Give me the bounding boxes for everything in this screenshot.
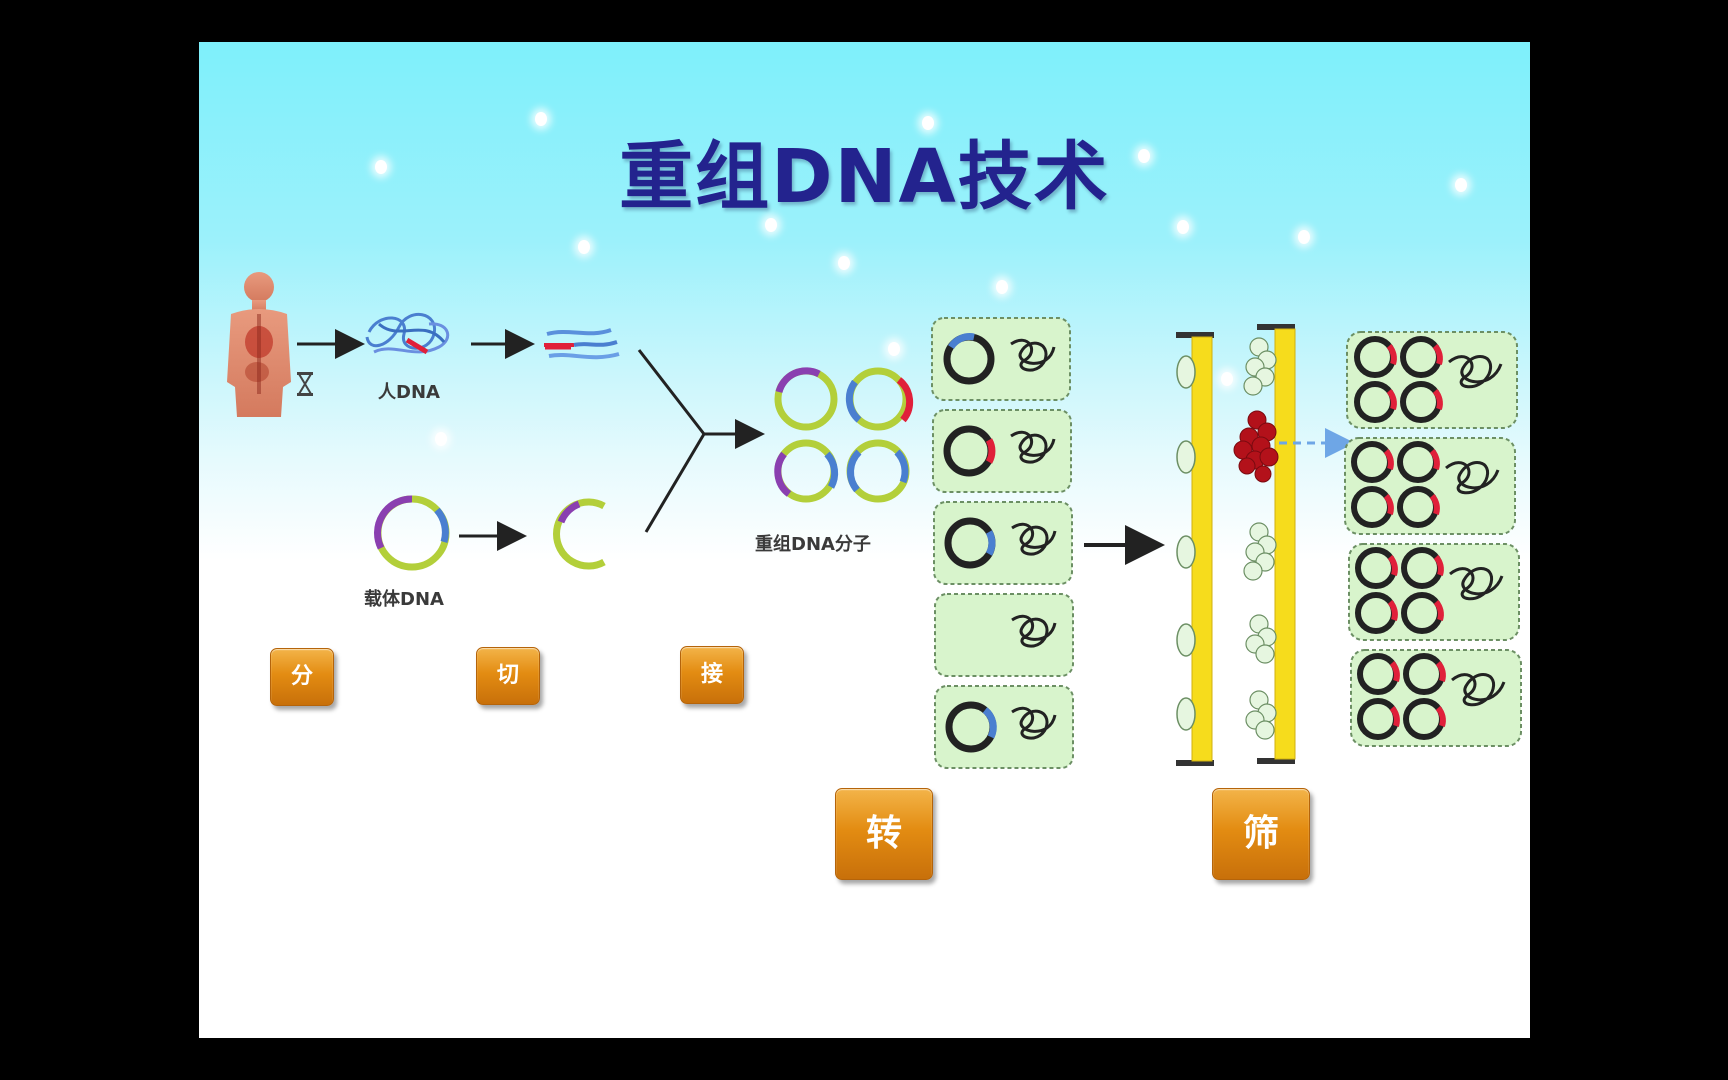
join-button[interactable]: 接: [680, 646, 744, 704]
snow-sparkle: [578, 240, 590, 254]
human-dna-label: 人DNA: [378, 382, 440, 403]
cloned-cell: [1346, 331, 1518, 429]
human-dna-tangle-icon: [365, 312, 450, 355]
join-line-bottom: [644, 433, 706, 533]
snow-sparkle: [996, 280, 1008, 294]
snow-sparkle: [1455, 178, 1467, 192]
human-body-icon: [227, 272, 291, 417]
snow-sparkle: [838, 256, 850, 270]
snow-sparkle: [922, 116, 934, 130]
snow-sparkle: [1298, 230, 1310, 244]
slide: 重组DNA技术: [199, 42, 1530, 1038]
snow-sparkle: [888, 342, 900, 356]
cloned-cell: [1344, 437, 1516, 535]
recombinant-dna-label: 重组DNA分子: [755, 534, 871, 555]
snow-sparkle: [1138, 149, 1150, 163]
cloned-cell: [1348, 543, 1520, 641]
dna-process-diagram: [227, 272, 1522, 769]
selected-colony-icon: [1233, 410, 1279, 483]
vector-plasmid-icon: [374, 495, 450, 571]
bacterium-cell: [932, 409, 1072, 493]
snow-sparkle: [375, 160, 387, 174]
slide-title: 重组DNA技术: [619, 134, 1110, 220]
bacterium-cell: [934, 593, 1074, 677]
snow-sparkle: [765, 218, 777, 232]
cut-button[interactable]: 切: [476, 647, 540, 705]
snow-sparkle: [435, 432, 447, 446]
snow-sparkle: [1177, 220, 1189, 234]
dna-fragments-icon: [544, 328, 620, 360]
replica-plate-left: [1176, 332, 1214, 766]
bacterium-cell: [931, 317, 1071, 401]
hourglass-icon: [297, 372, 313, 396]
recombinant-plasmids-icon: [774, 367, 914, 503]
join-line-top: [637, 349, 706, 435]
transformed-cells-column: [931, 317, 1074, 769]
snow-sparkle: [535, 112, 547, 126]
screen-button[interactable]: 筛: [1212, 788, 1310, 880]
cloned-cell: [1350, 649, 1522, 747]
bacterium-cell: [934, 685, 1074, 769]
replica-plate-right: [1233, 324, 1296, 764]
cut-plasmid-icon: [553, 498, 606, 570]
snow-sparkle: [1221, 372, 1233, 386]
separate-button[interactable]: 分: [270, 648, 334, 706]
vector-dna-label: 载体DNA: [364, 589, 444, 610]
transform-button[interactable]: 转: [835, 788, 933, 880]
bacterium-cell: [933, 501, 1073, 585]
cloned-cells-column: [1344, 331, 1522, 747]
